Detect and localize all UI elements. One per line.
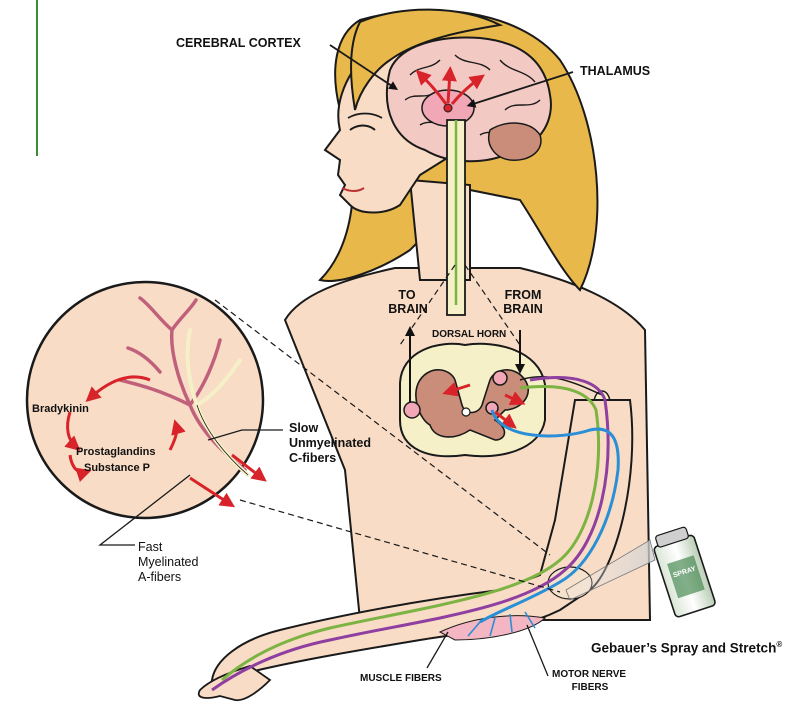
spray-can: SPRAY	[650, 525, 716, 618]
label-muscle-fibers: MUSCLE FIBERS	[360, 673, 442, 684]
label-fast-fibers-line1: Fast	[138, 540, 162, 554]
label-motor-nerve-line1: MOTOR NERVE	[552, 669, 626, 680]
label-motor-nerve-line2: FIBERS	[552, 682, 628, 693]
registered-mark: ®	[776, 640, 782, 649]
label-substance-p: Substance P	[84, 462, 150, 474]
label-from-brain-line1: FROM	[498, 288, 548, 302]
label-from-brain-line2: BRAIN	[498, 302, 548, 316]
label-to-brain-line2: BRAIN	[383, 302, 433, 316]
label-prostaglandins: Prostaglandins	[76, 446, 155, 458]
label-slow-fibers-line2: Unmyelinated	[289, 436, 371, 450]
zoom-circle	[27, 282, 263, 518]
label-dorsal-horn: DORSAL HORN	[432, 329, 506, 340]
label-slow-fibers-line1: Slow	[289, 421, 318, 435]
label-bradykinin: Bradykinin	[32, 403, 89, 415]
label-to-brain-line1: TO	[386, 288, 428, 302]
product-name: Gebauer’s Spray and Stretch®	[591, 640, 782, 656]
label-fast-fibers-line3: A-fibers	[138, 570, 181, 584]
cerebellum	[489, 123, 541, 160]
product-name-text: Gebauer’s Spray and Stretch	[591, 641, 776, 656]
label-thalamus: THALAMUS	[580, 64, 650, 78]
label-fast-fibers-line2: Myelinated	[138, 555, 198, 569]
spinal-cross-section	[400, 344, 545, 456]
cortex-arrow-up	[448, 72, 450, 103]
label-slow-fibers-line3: C-fibers	[289, 451, 336, 465]
label-cerebral-cortex: CEREBRAL CORTEX	[176, 36, 301, 50]
